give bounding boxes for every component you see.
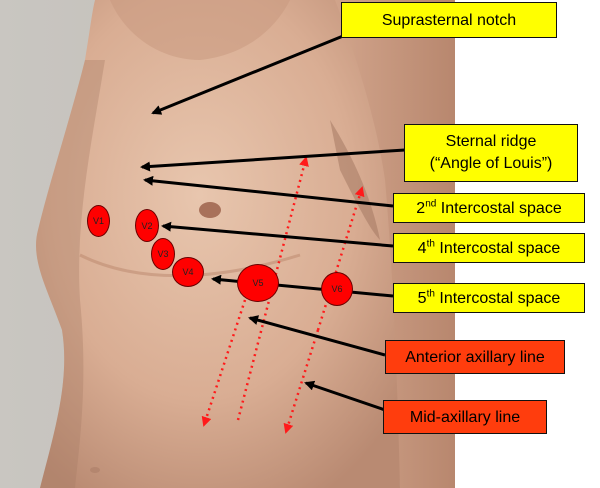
electrode-v2: V2 <box>135 209 159 242</box>
anterior-axillary-line-down <box>201 299 247 427</box>
anterior-axillary-text: Anterior axillary line <box>405 349 545 366</box>
arrow-mid-axillary <box>304 380 386 412</box>
label-suprasternal-notch: Suprasternal notch <box>341 2 557 38</box>
torso <box>36 0 400 488</box>
sternal-ridge-line2: (“Angle of Louis”) <box>429 155 553 172</box>
nipple <box>199 202 221 218</box>
label-anterior-axillary-line: Anterior axillary line <box>385 340 565 374</box>
electrode-v5: V5 <box>237 264 279 302</box>
label-2nd-intercostal-space: 2nd Intercostal space <box>393 193 585 223</box>
electrode-v6: V6 <box>321 272 353 306</box>
torso-edge-shadow <box>36 60 105 488</box>
ics4-number: 4 <box>417 240 427 257</box>
suprasternal-notch-text: Suprasternal notch <box>381 12 517 29</box>
sternal-ridge-line1: Sternal ridge <box>445 133 537 150</box>
ics2-ordinal: nd <box>425 198 437 210</box>
electrode-v3: V3 <box>151 238 175 270</box>
label-4th-intercostal-space: 4th Intercostal space <box>393 233 585 263</box>
ics5-text: Intercostal space <box>434 290 561 307</box>
ics5-ordinal: th <box>426 288 435 300</box>
neck-shadow <box>110 0 290 60</box>
arrow-sternal-ridge <box>140 148 406 172</box>
ics4-ordinal: th <box>426 238 435 250</box>
ics2-number: 2 <box>416 200 426 217</box>
arrow-2nd-intercostal <box>143 175 394 208</box>
label-sternal-ridge: Sternal ridge (“Angle of Louis”) <box>404 124 578 182</box>
arrow-suprasternal-notch <box>151 32 349 115</box>
mid-axillary-text: Mid-axillary line <box>409 409 521 426</box>
mid-axillary-line-up <box>316 186 365 331</box>
ics2-text: Intercostal space <box>436 200 562 217</box>
electrode-v1: V1 <box>87 205 110 237</box>
ics5-number: 5 <box>417 290 427 307</box>
label-5th-intercostal-space: 5th Intercostal space <box>393 283 585 313</box>
armpit-shadow <box>330 120 380 240</box>
ics4-text: Intercostal space <box>434 240 561 257</box>
arrow-anterior-axillary <box>248 315 386 357</box>
label-mid-axillary-line: Mid-axillary line <box>383 400 547 434</box>
arrow-4th-intercostal <box>161 221 394 248</box>
navel <box>90 467 100 473</box>
electrode-v4: V4 <box>172 257 204 287</box>
